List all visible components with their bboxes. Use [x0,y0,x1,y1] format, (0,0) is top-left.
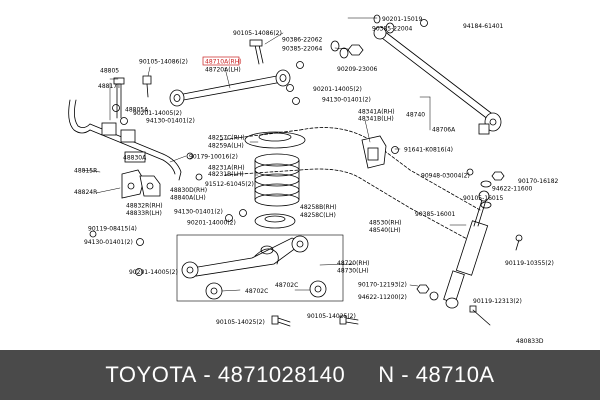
label-48702c-left: 48702C [245,288,268,295]
label-48817t: 48817T [98,83,121,90]
label-48341b-lh: 48341B(LH) [358,116,394,123]
label-90948-03004: 90948-03004(2) [421,173,470,180]
label-90209-23006: 90209-23006 [337,66,378,73]
label-90385-16001: 90385-16001 [415,211,456,218]
misc-nuts [89,19,474,276]
label-90105-16015: 90105-16015 [463,195,504,202]
label-48259a-lh: 48259A(LH) [208,143,244,150]
label-90201-14000: 90201-14000(2) [187,220,236,227]
label-90119-10355: 90119-10355(2) [505,260,554,267]
label-90201-14005-b: 90201-14005(2) [313,86,362,93]
label-90105-14086-left: 90105-14086(2) [139,59,188,66]
label-48702c-right: 48702C [275,282,298,289]
label-94130-01401-b: 94130-01401(2) [322,97,371,104]
label-90386-22062: 90386-22062 [282,37,323,44]
label-48706a: 48706A [432,127,456,134]
lateral-control-rod [373,26,502,135]
label-90385-22064: 90385-22064 [282,46,323,53]
caption-separator: - [196,362,218,387]
label-48833r-lh: 48833R(LH) [126,210,162,217]
part-labels: 48710A(RH) 48720A(LH) 90105-14086(2) 903… [74,16,559,345]
label-90170-12193: 90170-12193(2) [358,282,407,289]
lower-control-arm [181,235,309,279]
lower-arm-bolts [271,315,359,327]
label-94622-11600: 94622-11600 [492,186,533,193]
label-48258c-lh: 48258C(LH) [300,212,336,219]
label-48231b-lh: 48231B(LH) [208,171,244,178]
shock-absorber [443,190,490,309]
label-48740: 48740 [406,112,425,119]
leader-lines [82,17,467,292]
top-washers [330,14,395,59]
label-48830a: 48830A [123,155,147,162]
upper-arm-bolt [249,39,264,65]
lower-arm-bushings [205,280,327,300]
caption-gap [345,362,378,388]
label-90170-16182: 90170-16182 [518,178,559,185]
label-94184-61401: 94184-61401 [463,23,504,30]
label-90179-10016: 90179-10016(2) [189,154,238,161]
label-48341a-rh: 48341A(RH) [358,109,395,116]
lower-spring-insulator [254,213,296,229]
label-90385-22004: 90385-22004 [372,26,413,33]
brand-name: TOYOTA [105,362,197,387]
stabilizer-bracket [121,169,161,199]
catalog-prefix: N - [378,362,416,387]
drawing-code: 480833D [516,338,544,345]
label-90119-08415: 90119-08415(4) [88,226,137,233]
label-48830d-rh: 48830D(RH) [170,187,207,194]
stabilizer-link [113,75,152,119]
exploded-suspension-diagram: 48710A(RH) 48720A(LH) 90105-14086(2) 903… [68,14,559,345]
label-48530-rh: 48530(RH) [369,220,401,227]
highlight-frame [202,56,240,66]
label-94130-01401-d: 94130-01401(2) [84,239,133,246]
label-48832r-rh: 48832R(RH) [126,203,163,210]
label-91512-61045: 91512-61045(2) [205,181,254,188]
label-94130-01401-c: 94130-01401(2) [174,209,223,216]
coil-spring [254,153,300,207]
shock-upper-hardware [480,171,523,251]
label-48540-lh: 48540(LH) [369,227,401,234]
label-90105-14025-left: 90105-14025(2) [216,319,265,326]
label-48840a-lh: 48840A(LH) [170,195,206,202]
label-48258b-rh: 48258B(RH) [300,204,337,211]
label-90201-14005-a: 90201-14005(2) [133,110,182,117]
stabilizer-bar [68,99,182,181]
label-48824r: 48824R [74,189,97,196]
label-90119-12313: 90119-12313(2) [473,298,522,305]
label-90201-14005-c: 90201-14005(2) [129,269,178,276]
shock-lower-hardware [416,284,491,326]
oem-part-number: 4871028140 [217,362,346,387]
bump-stopper [361,135,387,169]
label-48720a-lh: 48720A(LH) [205,67,241,74]
label-48231a-rh: 48231A(RH) [208,165,245,172]
label-48257c-rh: 48257C(RH) [208,135,245,142]
lower-arm-frame [176,234,344,302]
label-94130-01401-a: 94130-01401(2) [146,118,195,125]
label-90105-14025-right: 90105-14025(2) [307,313,356,320]
label-48815r: 48815R [74,168,97,175]
label-90105-14086-top: 90105-14086(2) [233,30,282,37]
upper-control-arm [169,69,291,107]
catalog-number: 48710A [415,362,495,387]
label-48720-rh: 48720(RH) [337,260,369,267]
label-48730-lh: 48730(LH) [337,268,369,275]
label-90201-15019: 90201-15019 [382,16,423,23]
upper-spring-insulator [244,131,306,149]
label-48805a: 48805A [125,107,149,114]
label-94622-11200: 94622-11200(2) [358,294,407,301]
part-number-caption: TOYOTA - 4871028140 N - 48710A [0,350,600,400]
label-48710a-rh: 48710A(RH) [205,59,242,66]
label-48805: 48805 [100,68,119,75]
label-91641-k0816: 91641-K0816(4) [404,147,453,154]
